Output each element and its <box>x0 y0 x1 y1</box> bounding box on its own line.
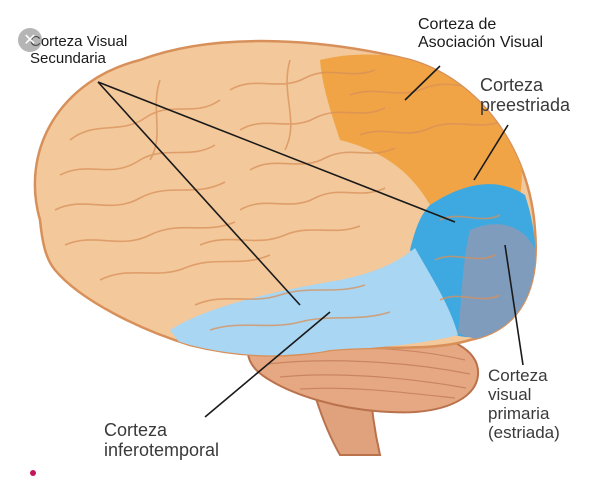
leader-preestriada <box>473 124 509 181</box>
label-line: Corteza <box>480 75 544 95</box>
label-corteza-asociacion-visual: Corteza de Asociación Visual <box>418 16 543 52</box>
label-corteza-visual-primaria: Corteza visual primaria (estriada) <box>488 366 560 442</box>
leader-inferotemporal <box>204 311 331 418</box>
label-line: inferotemporal <box>104 440 220 461</box>
label-corteza-preestriada: Corteza preestriada <box>480 75 570 115</box>
label-line: Asociación Visual <box>418 33 544 51</box>
label-line: visual <box>488 385 532 405</box>
label-line: (estriada) <box>488 423 560 443</box>
label-corteza-visual-secundaria: Corteza Visual Secundaria <box>30 33 128 68</box>
leader-primaria <box>504 244 524 366</box>
label-corteza-inferotemporal: Corteza inferotemporal <box>104 420 219 460</box>
close-icon: ✕ <box>23 30 37 49</box>
leader-asociacion <box>404 65 441 101</box>
region-primaria <box>458 224 536 341</box>
label-line: Corteza <box>104 420 168 440</box>
region-inferotemporal <box>170 248 458 356</box>
indicator-dot <box>30 470 36 476</box>
label-line: primaria <box>488 404 550 424</box>
leader-secundaria-preestriada <box>97 81 456 223</box>
label-line: preestriada <box>480 95 571 116</box>
label-line: Corteza Visual <box>30 33 128 50</box>
close-button[interactable]: ✕ <box>18 28 42 52</box>
label-line: Secundaria <box>30 49 106 67</box>
label-line: Corteza de <box>418 16 497 33</box>
label-line: Corteza <box>488 366 548 385</box>
leader-lines <box>97 65 524 418</box>
leader-secundaria-inferotemporal <box>97 81 301 306</box>
